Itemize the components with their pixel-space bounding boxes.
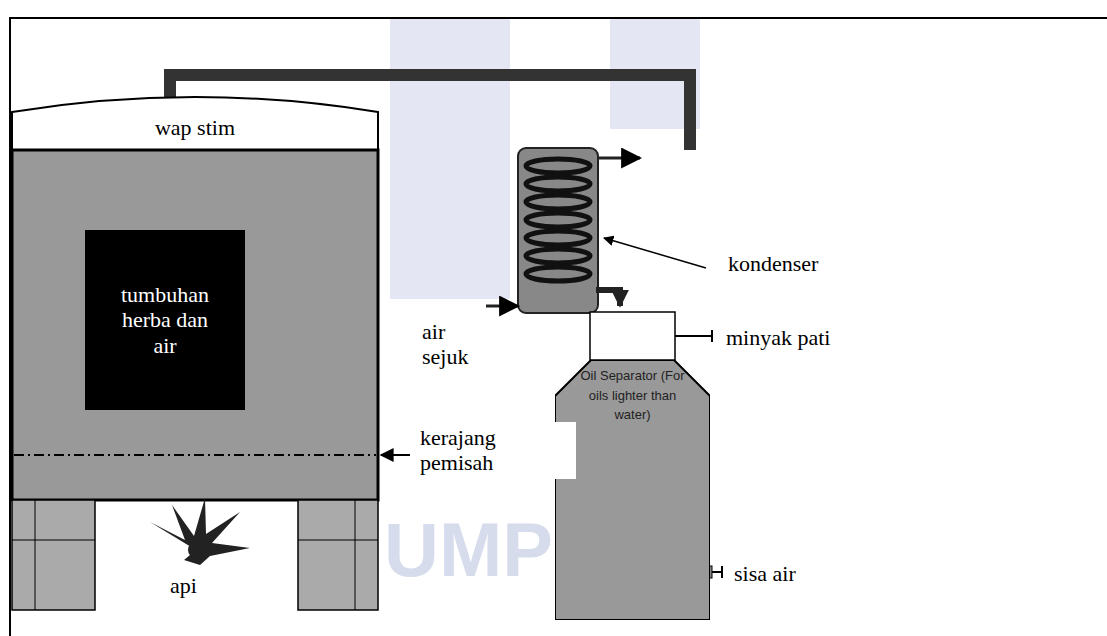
watermark: UMP [384,512,584,588]
separator-screen [14,454,376,456]
outlet-label: sisa air [730,558,860,589]
leader-tick [711,330,713,342]
part-label: kerajang pemisah [416,422,576,479]
leader-line [712,571,722,573]
vessel-dome [12,97,378,152]
coil-winding [526,195,590,209]
vessel-leg [12,500,95,610]
frame [10,18,1107,636]
watermark-shape [390,19,510,299]
separator-label: Oil Separator (For oils lighter than wat… [574,366,692,425]
coil-winding [526,231,590,245]
leader-line [381,454,410,456]
coil-winding [526,213,590,227]
part-label: kondenser [724,248,894,279]
heat-label: api [166,570,226,601]
condenser-body [518,148,598,313]
flame-symbol [188,541,206,559]
coil-winding [526,159,590,173]
inlet-label: air sejuk [418,316,490,373]
coil-winding [526,249,590,263]
vessel-leg [298,500,378,610]
leg-line [298,540,378,541]
dome-label: wap stim [90,109,300,146]
part-label: minyak pati [722,322,892,353]
separator-body [555,360,710,620]
oil-separator: Oil Separator (For oils lighter than wat… [555,360,710,620]
chamber-label: tumbuhan herba dan air [110,282,220,358]
coil-winding [526,267,590,281]
leg-line [35,500,36,610]
vessel: tumbuhan herba dan air wap stim [12,95,378,500]
coil-winding [526,177,590,191]
flame-symbol [150,498,250,565]
leader-line [675,335,712,337]
condensate-pipe [596,290,620,306]
condenser-coil [526,159,590,281]
vessel-body [12,150,378,500]
leg-line [355,500,356,610]
water-inlet-arrow [486,305,518,308]
oil-layer [590,312,675,360]
leader-tick [721,566,723,578]
herb-chamber: tumbuhan herba dan air [85,230,245,410]
water-outlet-arrow [598,157,640,160]
leader-line [604,238,706,268]
leg-line [12,540,95,541]
